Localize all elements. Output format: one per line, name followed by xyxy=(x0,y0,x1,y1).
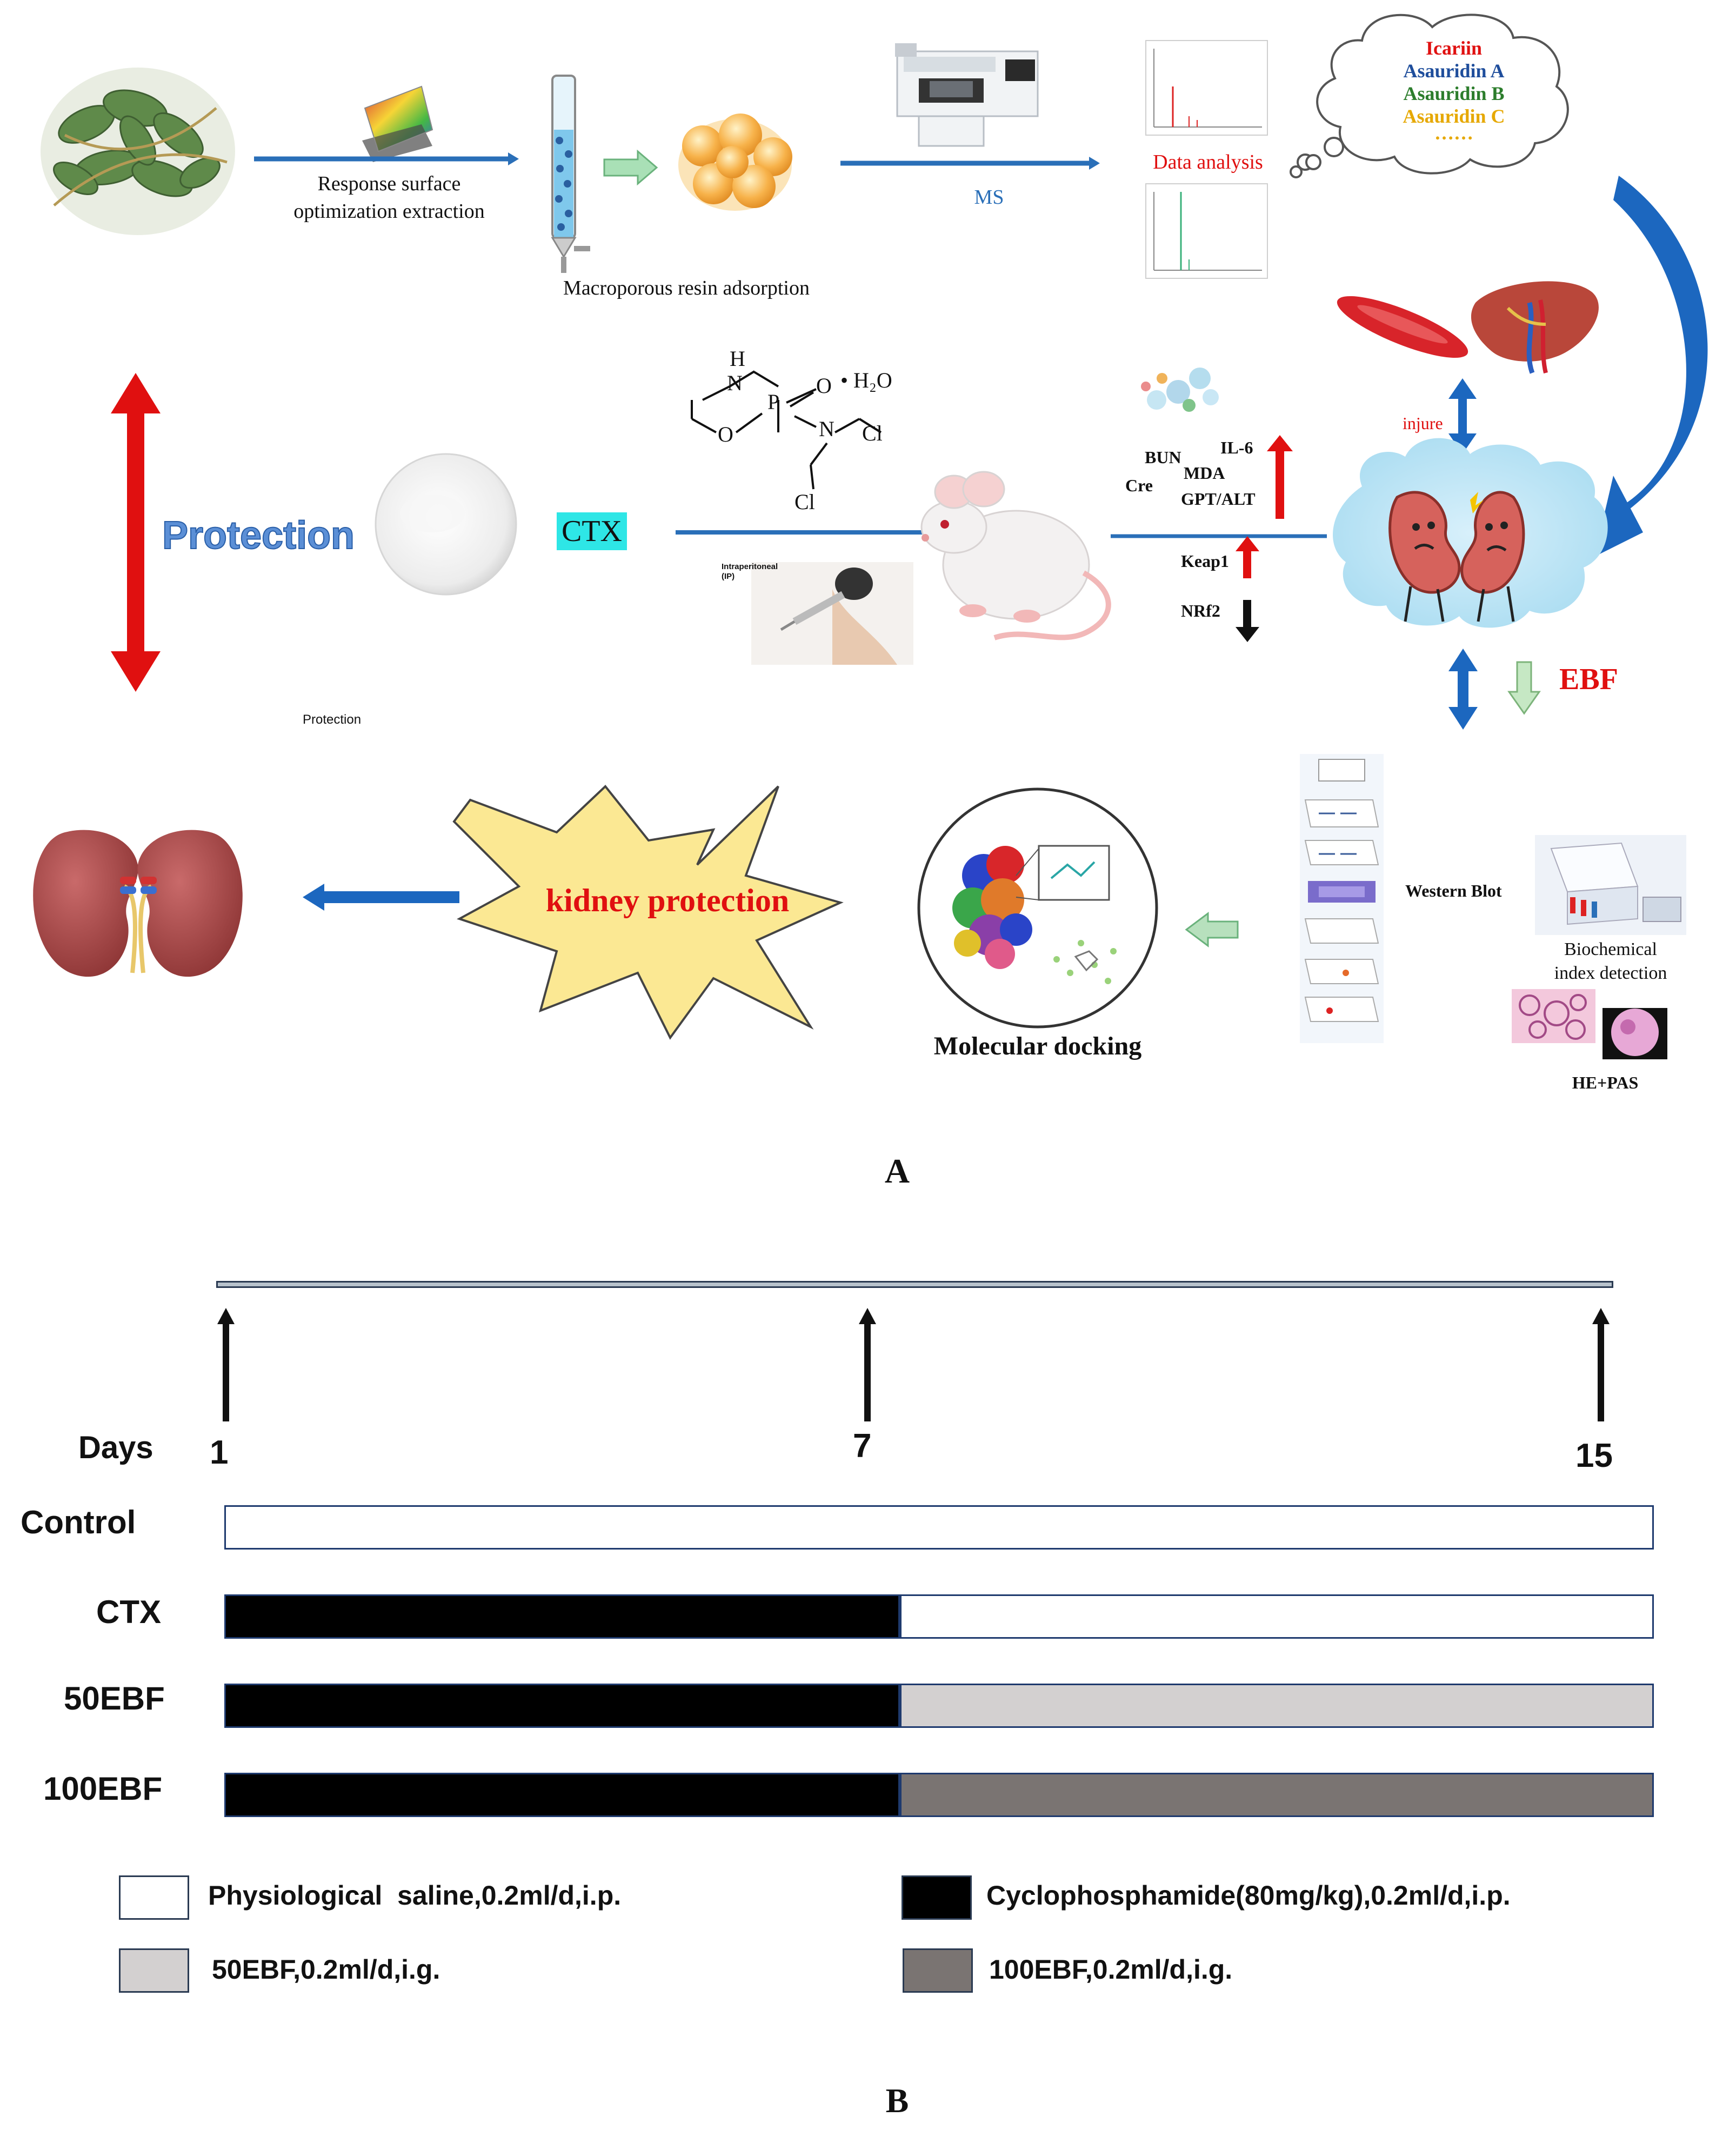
timeline-axis xyxy=(216,1281,1613,1288)
kidney-protection-text: kidney protection xyxy=(545,883,790,918)
he-pas-label: HE+PAS xyxy=(1572,1073,1639,1092)
protection-small-label: Protection xyxy=(303,712,362,727)
day-arrow-7 xyxy=(857,1308,878,1421)
compound-item: Asauridin A xyxy=(1403,60,1505,82)
panel-a-label: A xyxy=(884,1152,910,1190)
chem-p: P xyxy=(767,390,780,414)
western-blot-label: Western Blot xyxy=(1405,881,1502,900)
kidney-protection-starburst xyxy=(452,785,844,1040)
days-label: Days xyxy=(78,1430,153,1465)
group-label-ctx: CTX xyxy=(96,1594,161,1630)
day-tick-label: 1 xyxy=(210,1434,229,1471)
rsm-surface-image xyxy=(362,85,433,162)
legend-swatch-ebf100 xyxy=(903,1948,973,1993)
mouse-image xyxy=(920,471,1111,640)
legend-swatch-ebf50 xyxy=(119,1948,189,1993)
rsm-caption: Response surface optimization extraction xyxy=(293,172,485,223)
chem-o1: O xyxy=(816,373,832,398)
chem-h: H xyxy=(730,346,745,371)
day-arrow-15 xyxy=(1590,1308,1612,1421)
data-analysis-label: Data analysis xyxy=(1153,151,1263,173)
injure-label: injure xyxy=(1403,413,1443,433)
keap1-up-arrow xyxy=(1236,536,1259,578)
molecules-cluster-image xyxy=(1141,368,1219,412)
marker-gpt: GPT/ALT xyxy=(1181,489,1256,509)
compound-item: Asauridin B xyxy=(1403,83,1505,104)
group-label-100ebf: 100EBF xyxy=(43,1771,163,1807)
chem-cl2: Cl xyxy=(794,490,815,514)
biochemical-kit-image xyxy=(1535,835,1686,935)
legend-swatch-cyclophosphamide xyxy=(902,1875,972,1920)
day-tick-label: 7 xyxy=(853,1427,872,1465)
bar-50ebf-ebf50 xyxy=(900,1684,1654,1728)
panel-b-label: B xyxy=(885,2081,909,2120)
ebf-double-arrow xyxy=(1448,649,1478,730)
day-arrow-1 xyxy=(215,1308,237,1421)
chem-hydrate: • H₂O xyxy=(840,368,892,392)
bar-100ebf-cyclophosphamide xyxy=(224,1773,900,1817)
chem-o2: O xyxy=(718,422,733,446)
bar-100ebf-ebf100 xyxy=(900,1773,1654,1817)
resin-caption: Macroporous resin adsorption xyxy=(563,277,810,299)
panel-a-graphics xyxy=(33,14,1708,1059)
he-staining-image xyxy=(1512,989,1595,1043)
bar-control-saline xyxy=(224,1505,1654,1550)
liver-image xyxy=(1471,281,1599,374)
legend-label-saline: Physiological saline,0.2ml/d,i.p. xyxy=(208,1880,622,1911)
docking-green-arrow xyxy=(1185,912,1239,947)
legend-label-ebf100: 100EBF,0.2ml/d,i.g. xyxy=(989,1954,1233,1985)
resin-beads-image xyxy=(678,113,792,211)
legend-label-ebf50: 50EBF,0.2ml/d,i.g. xyxy=(212,1954,440,1985)
pas-staining-image xyxy=(1603,1008,1667,1059)
ebf-powder-image xyxy=(375,453,517,596)
marker-il6: IL-6 xyxy=(1220,438,1253,457)
marker-nrf2: NRf2 xyxy=(1181,601,1220,620)
injure-double-arrow xyxy=(1448,378,1477,454)
spectrum-chart-2-image xyxy=(1145,183,1268,279)
legend-swatch-saline xyxy=(119,1875,189,1920)
ip-label: Intraperitoneal (IP) xyxy=(722,562,778,581)
legend-label-cyclophosphamide: Cyclophosphamide(80mg/kg),0.2ml/d,i.p. xyxy=(986,1880,1511,1911)
mass-spectrometer-image xyxy=(895,43,1039,147)
bar-50ebf-cyclophosphamide xyxy=(224,1684,900,1728)
chem-cl1: Cl xyxy=(862,421,883,445)
marker-keap1: Keap1 xyxy=(1181,551,1229,571)
red-blood-cell-image xyxy=(1337,296,1468,358)
molecular-docking-image xyxy=(917,787,1158,1029)
healthy-kidneys-image xyxy=(33,830,243,977)
chem-n1: N xyxy=(727,371,743,395)
resin-column-image xyxy=(551,75,590,273)
ms-label: MS xyxy=(974,186,1004,209)
molecular-docking-label: Molecular docking xyxy=(933,1032,1142,1060)
ctx-badge: CTX xyxy=(557,512,627,550)
cyclophosphamide-structure xyxy=(691,370,882,490)
protection-title: Protection xyxy=(162,513,355,558)
day-tick-label: 15 xyxy=(1575,1437,1613,1474)
ip-injection-image xyxy=(751,562,913,665)
compound-item: Asauridin C xyxy=(1403,105,1505,127)
group-label-50ebf: 50EBF xyxy=(64,1680,165,1717)
injured-kidneys-cloud-image xyxy=(1333,438,1608,628)
marker-bun: BUN xyxy=(1145,448,1181,467)
western-blot-flow-image xyxy=(1300,754,1384,1043)
bar-ctx-saline xyxy=(900,1594,1654,1639)
marker-cre: Cre xyxy=(1125,476,1153,495)
ebf-down-arrow xyxy=(1507,661,1541,715)
chem-n2: N xyxy=(819,417,834,441)
protection-double-arrow xyxy=(111,373,161,692)
bubble-dots xyxy=(1290,137,1344,178)
compound-item: Icariin xyxy=(1426,37,1482,59)
herb-leaves-image xyxy=(41,68,235,235)
biochem-label: Biochemical index detection xyxy=(1554,939,1667,984)
marker-up-arrow xyxy=(1267,435,1293,519)
spectrum-chart-1-image xyxy=(1145,40,1268,136)
group-label-control: Control xyxy=(21,1504,136,1540)
bar-ctx-cyclophosphamide xyxy=(224,1594,900,1639)
ebf-label: EBF xyxy=(1559,663,1618,696)
marker-mda: MDA xyxy=(1184,463,1225,483)
nrf2-down-arrow xyxy=(1236,600,1259,642)
